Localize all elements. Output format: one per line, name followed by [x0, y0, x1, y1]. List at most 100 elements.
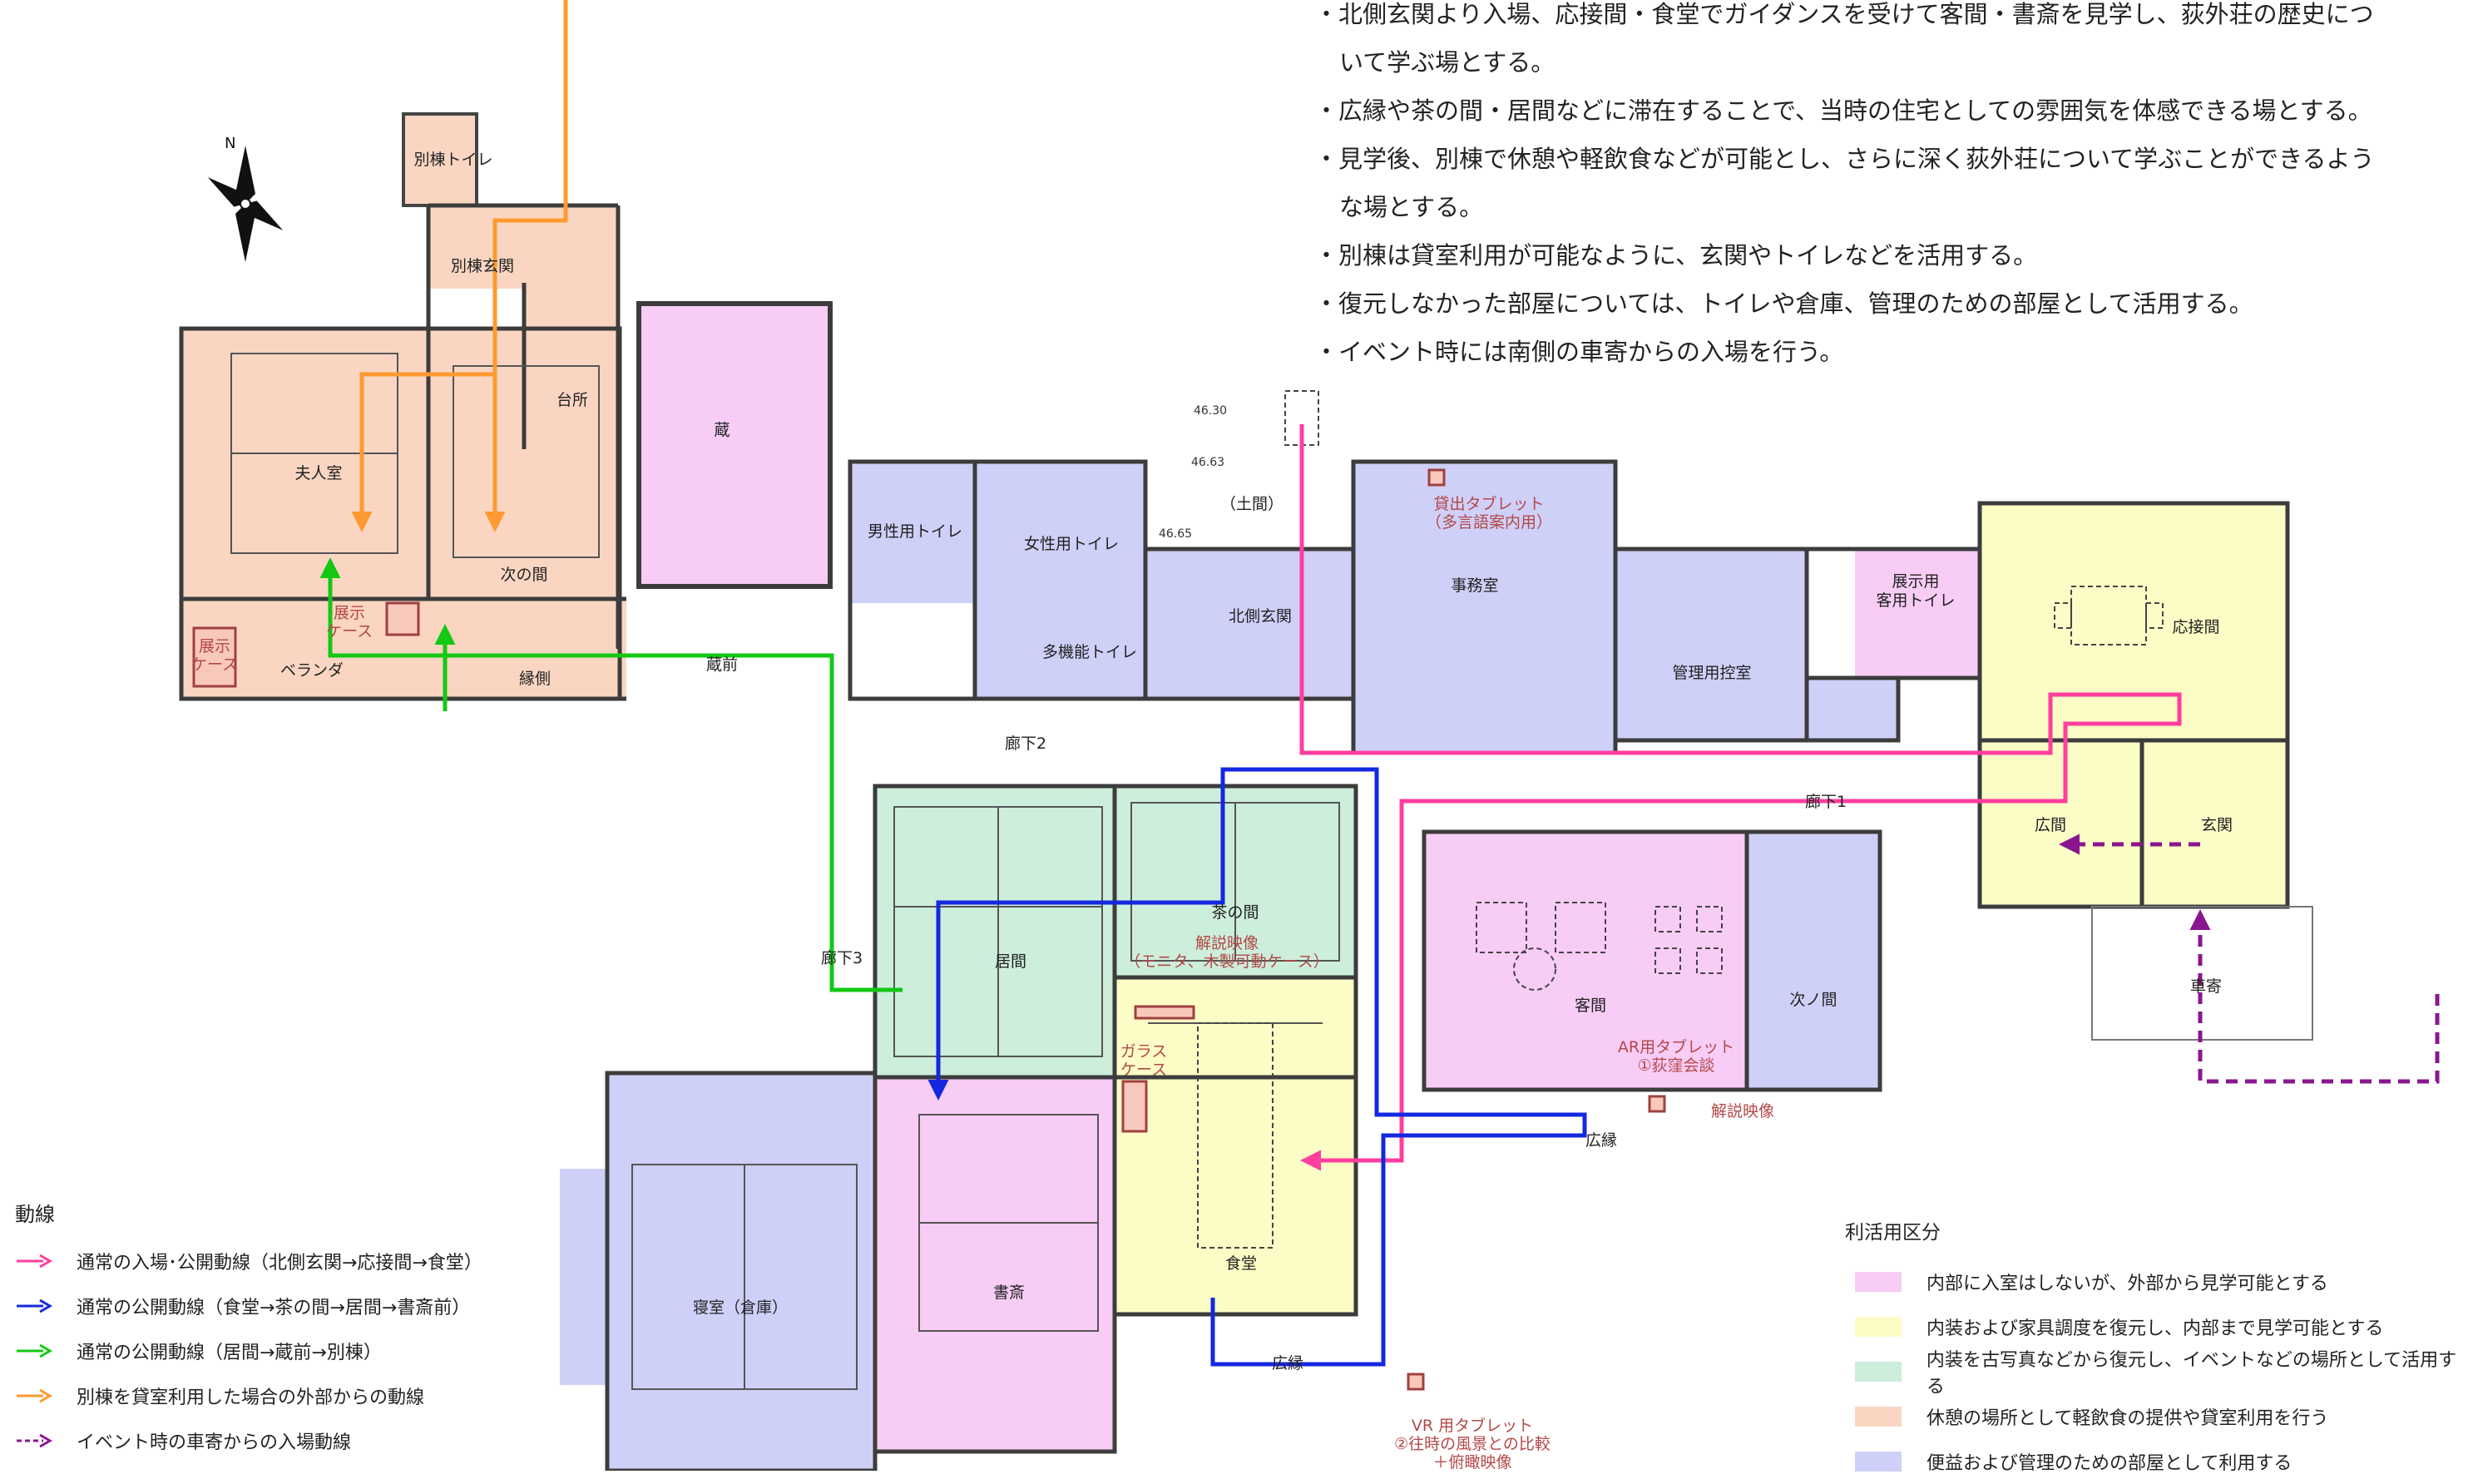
route-green-a [319, 557, 903, 992]
zone-hiroma [1980, 740, 2288, 907]
usage-legend-label: 内装を古写真などから復元し、イベントなどの場所として活用する [1926, 1350, 2457, 1397]
room-label: 客用トイレ [1876, 591, 1955, 610]
room-label: 事務室 [1451, 576, 1498, 595]
zone-living [875, 786, 1116, 1077]
room-label: 応接間 [2172, 618, 2219, 636]
exhibit-items [192, 468, 1666, 1391]
route-arrow-icon [17, 1298, 52, 1313]
route-legend-item: 通常の公開動線（居間→蔵前→別棟） [15, 1328, 482, 1373]
usage-legend: 利活用区分 内部に入室はしないが、外部から見学可能とする内装および家具調度を復元… [1845, 1216, 2473, 1484]
room-label: 廊下1 [1805, 793, 1847, 811]
room-label: 広縁 [1585, 1131, 1617, 1150]
route-legend-label: 通常の公開動線（居間→蔵前→別棟） [77, 1343, 382, 1363]
glass-case-dining [1121, 1080, 1148, 1133]
room-label: ベランダ [280, 661, 344, 680]
zone-bedroom [607, 1073, 875, 1471]
zone-next-no-ma [1747, 832, 1880, 1090]
zone-reception [1980, 503, 2288, 740]
usage-swatch [1855, 1407, 1902, 1427]
video-monitor-engawa [1648, 1095, 1666, 1113]
room-label: 北側玄関 [1229, 607, 1292, 626]
route-legend-label: 通常の入場･公開動線（北側玄関→応接間→食堂） [77, 1253, 482, 1274]
zone-mens-toilet [850, 462, 975, 603]
compass-north-label: N [225, 135, 235, 152]
usage-legend-item: 内装を古写真などから復元し、イベントなどの場所として活用する [1845, 1349, 2473, 1397]
display-case-madam [385, 601, 420, 636]
usage-legend-item: 便益および管理のための部屋として利用する [1845, 1439, 2473, 1484]
route-legend-label: 別棟を貸室利用した場合の外部からの動線 [77, 1388, 425, 1408]
monitor-tea-room [1134, 1005, 1195, 1020]
usage-swatch [1855, 1272, 1902, 1292]
room-label: 蔵前 [706, 655, 738, 674]
design-note: ・別棟は貸室利用が可能なように、玄関やトイレなどを活用する。 [1314, 241, 2038, 270]
annotation-label: 解説映像 [1711, 1102, 1774, 1120]
annotation-label: （多言語案内用） [1426, 513, 1552, 532]
route-arrow-icon [17, 1254, 52, 1269]
zone-womens-toilet [975, 462, 1145, 699]
design-note: ・復元しなかった部屋については、トイレや倉庫、管理のための部屋として活用する。 [1314, 289, 2253, 318]
annotation-label: ①荻窪会談 [1637, 1056, 1714, 1075]
annotation-label: （モニタ、木製可動ケース） [1125, 952, 1328, 971]
annotation-label: 展示 [334, 604, 365, 622]
route-legend-item: 通常の公開動線（食堂→茶の間→居間→書斎前） [15, 1284, 482, 1328]
room-label: 書斎 [993, 1284, 1025, 1302]
zone-guest-room [1424, 832, 1747, 1090]
usage-legend-label: 内部に入室はしないが、外部から見学可能とする [1926, 1274, 2328, 1294]
route-legend: 動線 通常の入場･公開動線（北側玄関→応接間→食堂）通常の公開動線（食堂→茶の間… [15, 1198, 482, 1463]
annotation-label: 貸出タブレット [1433, 494, 1544, 513]
annotation-label: VR 用タブレット [1412, 1416, 1533, 1435]
usage-legend-item: 内部に入室はしないが、外部から見学可能とする [1845, 1259, 2473, 1304]
room-label: 居間 [995, 952, 1026, 971]
route-legend-item: 別棟を貸室利用した場合の外部からの動線 [15, 1373, 482, 1418]
north-compass-icon [207, 146, 284, 262]
room-label: 縁側 [519, 670, 551, 688]
room-label: 展示用 [1892, 572, 1939, 591]
walls [179, 203, 2290, 1471]
room-label: 車寄 [2190, 977, 2222, 996]
room-label: 広縁 [1272, 1354, 1303, 1373]
route-legend-item: イベント時の車寄からの入場動線 [15, 1418, 482, 1463]
route-pink [1299, 424, 2182, 1171]
room-label: 蔵 [714, 421, 730, 439]
route-purple [2189, 909, 2440, 1084]
room-label: 廊下3 [821, 949, 863, 967]
room-label: 茶の間 [1211, 903, 1259, 922]
vr-tablet [1407, 1373, 1425, 1391]
room-label: 食堂 [1225, 1254, 1257, 1273]
route-blue [927, 767, 1587, 1367]
annotation-label: 展示 [199, 637, 230, 655]
room-label: 台所 [556, 391, 588, 409]
room-label: 寝室（倉庫） [693, 1298, 788, 1317]
display-case-veranda [192, 626, 237, 688]
usage-legend-label: 便益および管理のための部屋として利用する [1926, 1453, 2292, 1474]
route-legend-label: イベント時の車寄からの入場動線 [77, 1432, 352, 1453]
room-label: 広間 [2035, 816, 2066, 834]
annotation-label: ②往時の風景との比較 [1394, 1435, 1551, 1453]
design-note: いて学ぶ場とする。 [1339, 48, 1556, 77]
zone-staff-room-b [1807, 678, 1898, 740]
room-label: 男性用トイレ [868, 522, 962, 541]
dimension-label: 46.30 [1194, 404, 1227, 418]
design-note: ・イベント時には南側の車寄からの入場を行う。 [1314, 338, 1844, 366]
zone-study [875, 1077, 1115, 1452]
annotation-label: AR用タブレット [1618, 1037, 1734, 1056]
route-arrow-icon [17, 1343, 52, 1358]
usage-swatch [1855, 1452, 1902, 1472]
room-label: 多機能トイレ [1042, 643, 1137, 661]
tatami-lines [230, 353, 1340, 1390]
route-legend-item: 通常の入場･公開動線（北側玄関→応接間→食堂） [15, 1239, 482, 1284]
zone-storehouse [636, 301, 833, 589]
design-note: ・見学後、別棟で休憩や軽飲食などが可能とし、さらに深く荻外荘について学ぶことがで… [1314, 145, 2375, 173]
annotation-label: ガラス [1120, 1042, 1168, 1061]
annotation-label: ケース [1120, 1061, 1167, 1079]
usage-legend-item: 内装および家具調度を復元し、内部まで見学可能とする [1845, 1304, 2473, 1349]
tablet-office [1427, 468, 1446, 487]
zone-annex-entrance [428, 205, 618, 289]
zone-dining [1115, 977, 1356, 1314]
annotation-label: 解説映像 [1195, 934, 1259, 952]
dimension-label: 46.65 [1159, 527, 1192, 541]
usage-swatch [1855, 1317, 1902, 1337]
room-label: 別棟トイレ [413, 151, 492, 169]
usage-swatch [1855, 1362, 1902, 1382]
